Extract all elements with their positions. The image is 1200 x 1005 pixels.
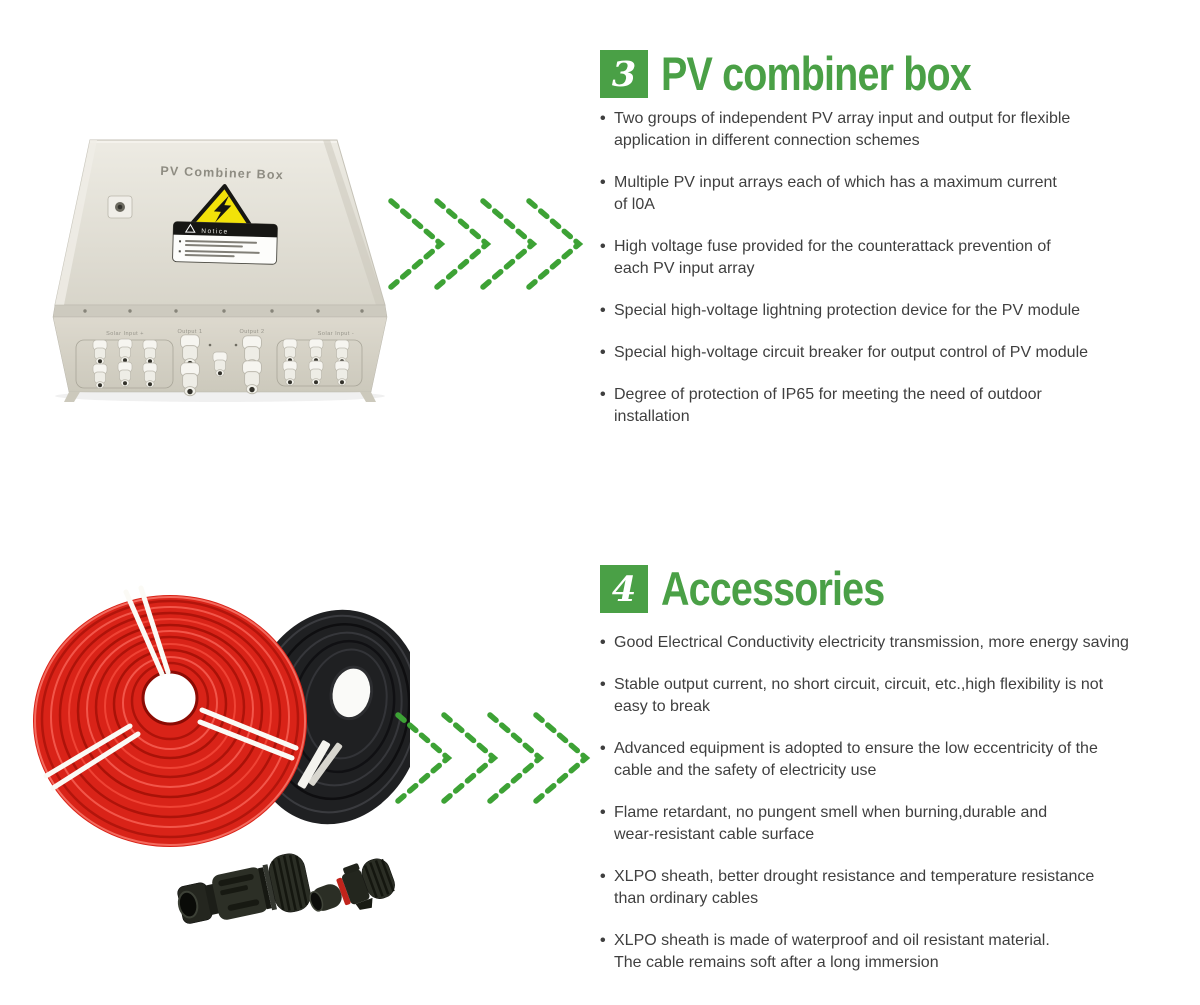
feature-bullet: •Good Electrical Conductivity electricit… [600,632,1200,654]
section-title-row: 3 PV combiner box [600,50,1200,98]
panel-label-solar-input-plus: Solar Input + [106,331,144,337]
white-cable-ties [43,585,299,791]
chevron-arrow [441,712,499,804]
dashed-arrow-chevrons [395,712,591,804]
bullet-dot: • [600,174,606,191]
bullet-dot: • [600,344,606,361]
bullet-dot: • [600,804,606,821]
notice-label: Notice [172,221,278,265]
mc4-connector-female [177,853,311,924]
feature-bullet: •XLPO sheath is made of waterproof and o… [600,932,1050,971]
section-accessories: 4 Accessories •Good Electrical Conductiv… [600,565,1200,994]
bullet-dot: • [600,386,606,403]
panel-label-solar-input-minus: Solar Input - [318,331,354,337]
feature-bullet: •Advanced equipment is adopted to ensure… [600,740,1098,779]
section-title-row: 4 Accessories [600,565,1200,613]
box-latch [107,195,133,219]
feature-bullet: •XLPO sheath, better drought resistance … [600,868,1095,907]
section-pv-combiner-box: 3 PV combiner box •Two groups of indepen… [600,50,1200,448]
section-number-badge: 3 [600,50,648,98]
notice-triangle-icon [184,223,196,233]
chevron-arrow [526,198,584,290]
red-o-ring [336,877,351,906]
bullet-dot: • [600,238,606,255]
chevron-arrow [533,712,591,804]
feature-list: •Two groups of independent PV array inpu… [600,108,1200,428]
feature-list: •Good Electrical Conductivity electricit… [600,632,1200,974]
chevron-arrow [388,198,446,290]
feature-bullet: •High voltage fuse provided for the coun… [600,238,1051,277]
feature-bullet: •Stable output current, no short circuit… [600,676,1104,715]
pv-combiner-box-photo: PV Combiner Box Notice [52,139,388,402]
red-cable-coil [33,595,307,847]
feature-bullet: •Special high-voltage lightning protecti… [600,300,1200,322]
box-lid-label: PV Combiner Box [160,164,284,182]
chevron-arrow [395,712,453,804]
bullet-dot: • [600,302,606,319]
notice-title: Notice [201,228,229,236]
panel-label-output-1: Output 1 [177,329,202,335]
bullet-dot: • [600,110,606,127]
bullet-dot: • [600,932,606,949]
feature-bullet: •Flame retardant, no pungent smell when … [600,804,1048,843]
dashed-arrow-chevrons [388,198,584,290]
feature-bullet: •Two groups of independent PV array inpu… [600,110,1071,149]
bullet-dot: • [600,868,606,885]
section-number-badge: 4 [600,565,648,613]
box-edge-strip [52,304,388,318]
chevron-arrow [434,198,492,290]
feature-bullet: •Degree of protection of IP65 for meetin… [600,386,1042,425]
cables-accessories-photo [33,585,410,924]
chevron-arrow [480,198,538,290]
panel-label-output-2: Output 2 [239,329,264,335]
section-title: PV combiner box [661,47,972,100]
section-title: Accessories [661,562,885,615]
feature-bullet: •Multiple PV input arrays each of which … [600,174,1057,213]
bullet-dot: • [600,740,606,757]
chevron-arrow [487,712,545,804]
feature-bullet: •Special high-voltage circuit breaker fo… [600,342,1200,364]
bullet-dot: • [600,634,606,651]
bullet-dot: • [600,676,606,693]
box-shadow [55,390,385,402]
mc4-connector-male [309,858,395,912]
